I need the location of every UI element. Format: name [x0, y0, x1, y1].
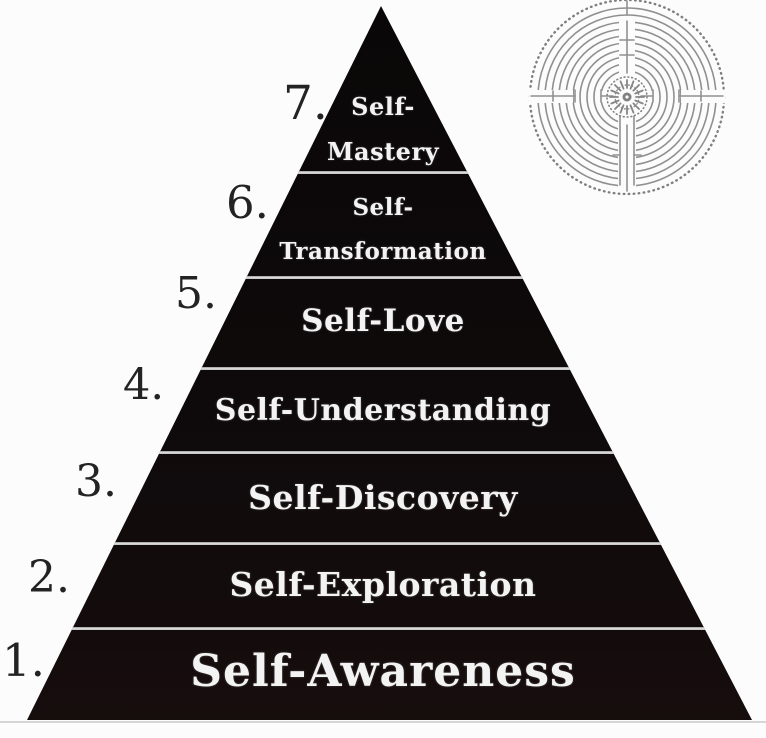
level-3-label-self-discovery: Self-Discovery [248, 478, 518, 517]
labyrinth-icon [528, 0, 726, 196]
labyrinth-center-sun [606, 76, 648, 118]
level-6-label-line2: Transformation [279, 238, 487, 265]
level-5-number: 5. [175, 268, 217, 319]
labyrinth-channel-walls [530, 0, 724, 192]
level-7-number: 7. [283, 76, 328, 131]
level-3-number: 3. [75, 456, 117, 507]
level-4-number: 4. [123, 360, 165, 410]
base-line [0, 721, 766, 723]
level-divider [27, 171, 752, 174]
level-7-label-line2: Mastery [326, 137, 440, 166]
level-5-label-self-love: Self-Love [301, 303, 465, 339]
level-divider [27, 276, 752, 279]
level-2-label-self-exploration: Self-Exploration [229, 565, 537, 604]
level-4-label-self-understanding: Self-Understanding [214, 393, 552, 428]
level-1-number: 1. [2, 634, 45, 687]
level-6-label-line1: Self- [352, 194, 414, 221]
level-7-label-line1: Self- [351, 92, 415, 121]
level-divider [27, 367, 752, 370]
level-divider [27, 627, 752, 630]
level-2-number: 2. [28, 552, 70, 603]
level-6-number: 6. [226, 176, 269, 229]
level-divider [27, 451, 752, 454]
level-divider [27, 542, 752, 545]
level-1-label-self-awareness: Self-Awareness [190, 646, 576, 697]
level-6-label-self-transformation: Self- Transformation [0, 186, 766, 274]
level-7-label-self-mastery: Self- Mastery [0, 84, 766, 174]
